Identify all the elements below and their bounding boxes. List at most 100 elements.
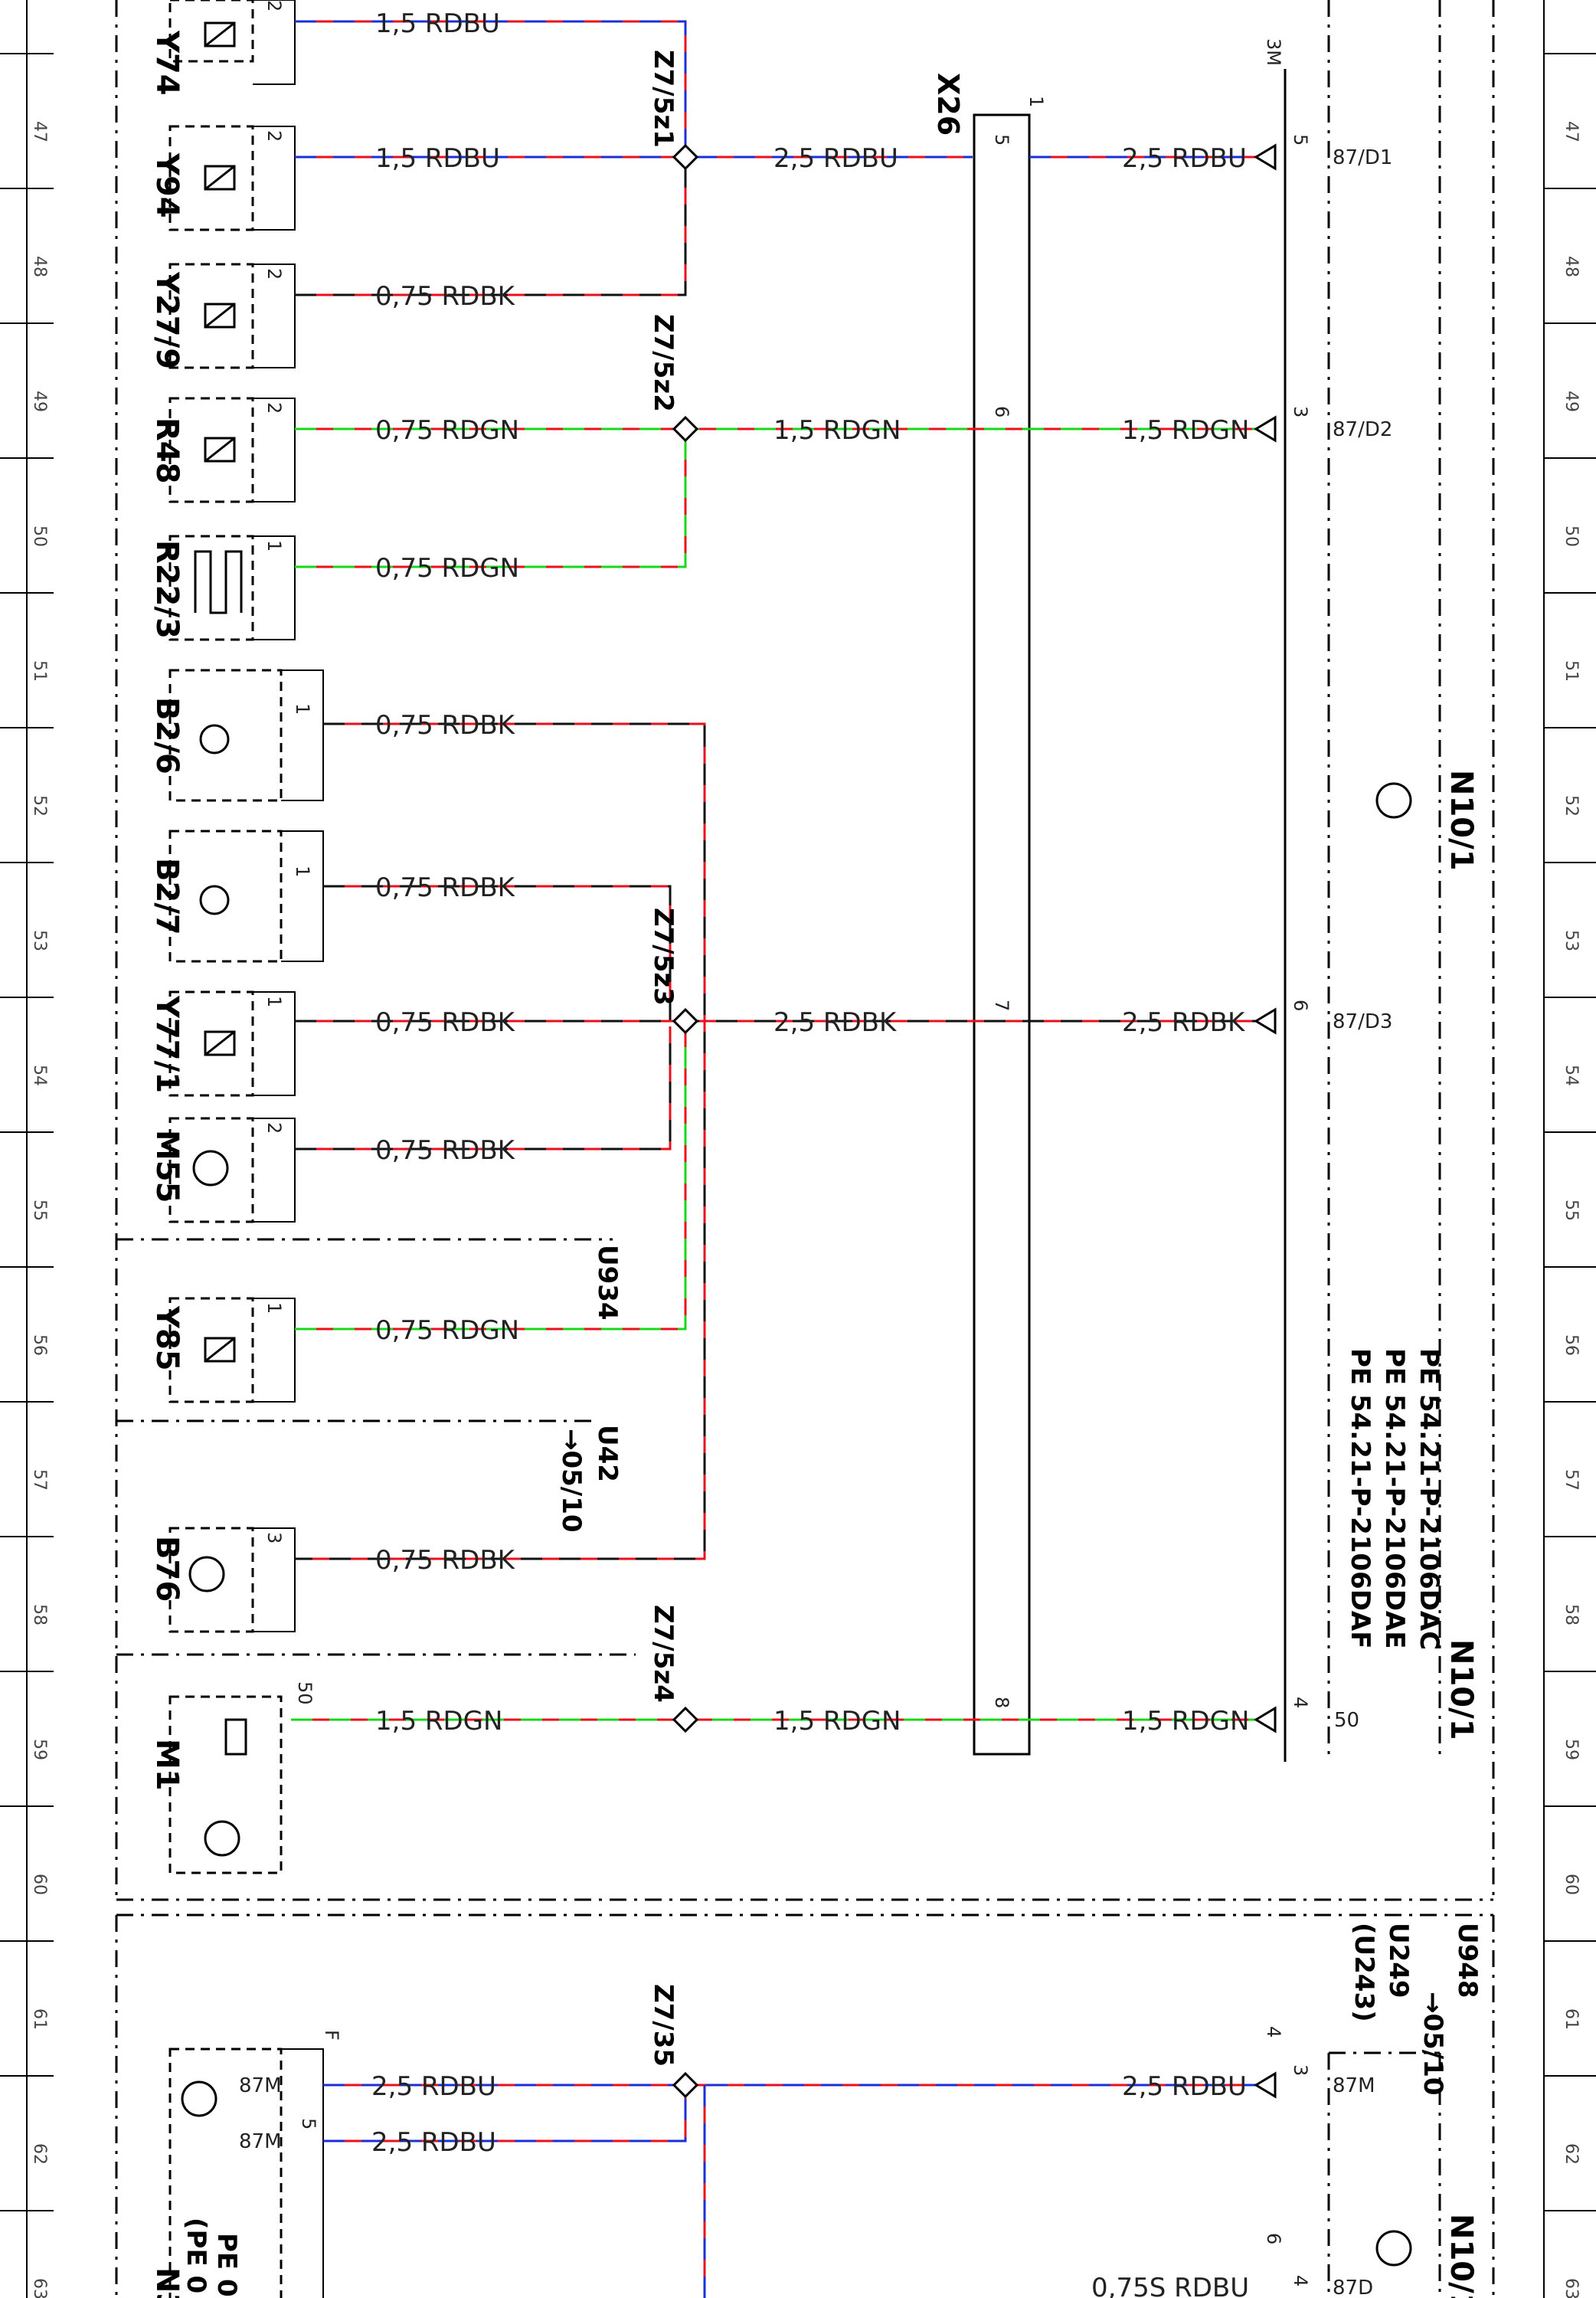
pin-label: 2 <box>263 268 285 280</box>
wire-label: 0,75 RDBK <box>375 710 516 741</box>
pe-reference: PE 54.21-P-2106DAC <box>1414 1348 1444 1650</box>
pe-reference: PE 54.21-P-2106DAE <box>1379 1348 1410 1648</box>
pin-label: 2 <box>263 1122 285 1134</box>
row-number: 62 <box>1562 2143 1581 2165</box>
component-label-y85: Y85 <box>149 1305 185 1371</box>
wire-label: 2,5 RDBU <box>371 2127 496 2158</box>
pe-reference: PE 54.21-P-2106DAF <box>1345 1348 1375 1648</box>
row-number: 63 <box>30 2278 49 2298</box>
valve-icon <box>204 21 236 47</box>
splice-label-z35: Z7/35 <box>648 1984 679 2067</box>
row-number: 47 <box>1562 121 1581 142</box>
ref-label-u934: U934 <box>592 1245 623 1321</box>
pin-label: 7 <box>991 1000 1012 1011</box>
solenoid-icon <box>224 1718 247 1756</box>
left-dashed-enclosure <box>115 0 1495 2298</box>
row-number: 61 <box>30 2008 49 2030</box>
splice-points <box>672 143 699 2099</box>
wire-label: 0,75 RDGN <box>375 1315 519 1346</box>
row-number: 55 <box>30 1200 49 1221</box>
arrow-icon <box>1254 1007 1277 1035</box>
wire-rdbk <box>295 722 1256 1560</box>
wire-label: 1,5 RDGN <box>375 1706 502 1737</box>
row-number: 55 <box>1562 1200 1581 1221</box>
valve-icon <box>204 1337 236 1363</box>
pe-reference: (PE 0 <box>181 2218 211 2293</box>
row-number: 60 <box>1562 1874 1581 1895</box>
row-number: 54 <box>1562 1065 1581 1086</box>
sensor-icon <box>199 724 230 755</box>
pin-label: 1 <box>292 703 313 715</box>
pin-label: 4 <box>1290 2275 1311 2287</box>
pin-label: 3 <box>263 1532 285 1543</box>
wire-rdgn <box>295 427 1256 568</box>
ref-label-u42: U42 <box>592 1425 623 1482</box>
valve-icon <box>204 303 236 329</box>
splice-label-z1: Z7/5z1 <box>648 50 679 148</box>
pin-label: 1 <box>263 540 285 552</box>
pin-label: 1 <box>263 996 285 1007</box>
ref-label-u948: U948 <box>1452 1923 1483 1998</box>
terminal-label: 87M <box>1333 2074 1375 2097</box>
wire-label: 1,5 RDGN <box>1122 415 1249 446</box>
wire-label: 2,5 RDBK <box>773 1007 898 1038</box>
ref-label-u948-dest: →05/10 <box>1418 1992 1448 2096</box>
component-label-n10-1: N10/1 <box>1444 770 1479 871</box>
pin-label: 1 <box>1025 96 1047 107</box>
splice-diamond <box>672 1706 699 1733</box>
component-label-b2-6: B2/6 <box>149 697 185 774</box>
component-label-r48: R48 <box>149 417 185 483</box>
pin-label: 50 <box>294 1681 316 1705</box>
splice-label-z4: Z7/5z4 <box>648 1605 679 1703</box>
row-number: 59 <box>1562 1739 1581 1760</box>
pin-label: 4 <box>1290 1697 1311 1708</box>
pin-label: 6 <box>991 406 1012 417</box>
row-number: 50 <box>30 525 49 547</box>
motor-icon <box>204 1820 240 1857</box>
wire-label: 0,75 RDGN <box>375 415 519 446</box>
pin-label: 8 <box>991 1697 1012 1708</box>
pin-label: 1 <box>292 866 313 877</box>
wire-label: 2,5 RDBU <box>1122 2071 1247 2102</box>
pin-label: 6 <box>1263 2233 1284 2244</box>
component-label-b76: B76 <box>149 1536 185 1602</box>
sensor-icon <box>181 2080 217 2117</box>
component-label-b2-7: B2/7 <box>149 858 185 935</box>
pe-reference: PE 0 <box>211 2233 242 2297</box>
wire-label: 0,75 RDBK <box>375 1135 516 1166</box>
component-label-m55: M55 <box>149 1130 185 1203</box>
wire-label: 1,5 RDGN <box>773 1706 901 1737</box>
row-number: 51 <box>1562 660 1581 682</box>
pin-label: 3 <box>1290 406 1311 417</box>
transistor-icon <box>1375 782 1412 819</box>
arrow-icon <box>1254 2071 1277 2099</box>
component-label-n10-1-b: N10/1 <box>1444 1639 1479 1740</box>
wire-label: 2,5 RDBU <box>773 143 898 174</box>
pin-label: 3 <box>1290 2064 1311 2076</box>
pin-label: 3M <box>1263 38 1284 66</box>
terminal-label: 87M <box>239 2130 282 2153</box>
component-label-y77-1: Y77/1 <box>149 995 185 1093</box>
wire-label: 0,75 RDBK <box>375 1007 516 1038</box>
row-number: 52 <box>1562 795 1581 817</box>
wire-label: 1,5 RDBU <box>375 8 500 39</box>
terminal-label: 50 <box>1334 1709 1359 1732</box>
row-number: 50 <box>1562 525 1581 547</box>
component-label-y94: Y94 <box>149 152 185 218</box>
ref-label-u243: (U243) <box>1349 1923 1379 2022</box>
terminal-label: 87M <box>239 2074 282 2097</box>
row-number: 49 <box>1562 391 1581 412</box>
row-number: 48 <box>30 256 49 277</box>
wire-rdbk <box>295 157 687 296</box>
component-label-m1: M1 <box>149 1739 185 1791</box>
sensor-icon <box>188 1556 225 1593</box>
row-number: 60 <box>30 1874 49 1895</box>
wire-label: 2,5 RDBU <box>371 2071 496 2102</box>
wire-label: 1,5 RDGN <box>773 415 901 446</box>
terminal-label: 87D <box>1333 2277 1373 2298</box>
splice-diamond <box>672 1007 699 1035</box>
row-number: 49 <box>30 391 49 412</box>
pin-label: 5 <box>1290 134 1311 146</box>
component-label-n3: N3 <box>149 2267 185 2298</box>
